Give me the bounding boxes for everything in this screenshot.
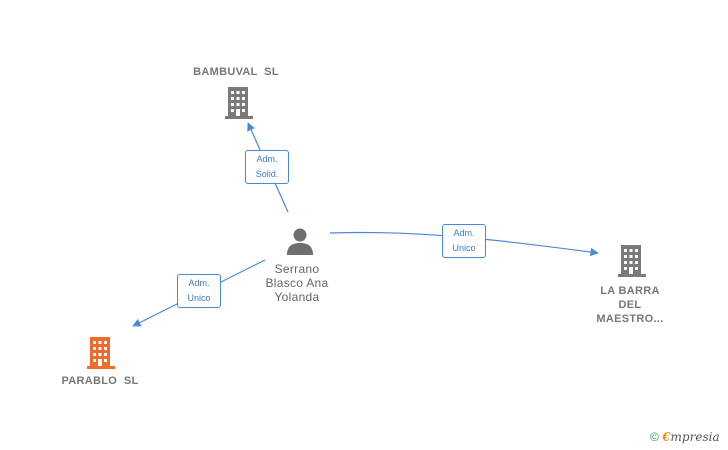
person-label[interactable]: Serrano Blasco Ana Yolanda	[265, 262, 329, 304]
edge-label-to-la-barra: Adm. Unico	[442, 224, 486, 258]
edge-role-line2: Unico	[187, 293, 211, 303]
copyright-symbol: ©	[650, 430, 659, 444]
building-icon-highlighted[interactable]	[86, 336, 116, 369]
building-icon[interactable]	[617, 244, 647, 277]
person-icon[interactable]	[285, 226, 315, 256]
edge-role-line2: Unico	[452, 243, 476, 253]
edge-role-line1: Adm.	[453, 228, 475, 238]
company-label-bambuval[interactable]: BAMBUVAL SL	[193, 66, 279, 78]
brand-logo: €mpresia	[662, 430, 720, 444]
edge-label-to-parablo: Adm. Unico	[177, 274, 221, 308]
company-label-la-barra[interactable]: LA BARRA DEL MAESTRO...	[596, 285, 664, 325]
edge-role-line1: Adm.	[188, 278, 210, 288]
watermark: © €mpresia	[650, 430, 720, 444]
edge-role-line2: Solid.	[255, 169, 279, 179]
edge-role-line1: Adm.	[256, 154, 278, 164]
building-icon[interactable]	[224, 86, 254, 119]
edge-label-to-bambuval: Adm. Solid.	[245, 150, 289, 184]
company-label-parablo[interactable]: PARABLO SL	[61, 375, 139, 387]
